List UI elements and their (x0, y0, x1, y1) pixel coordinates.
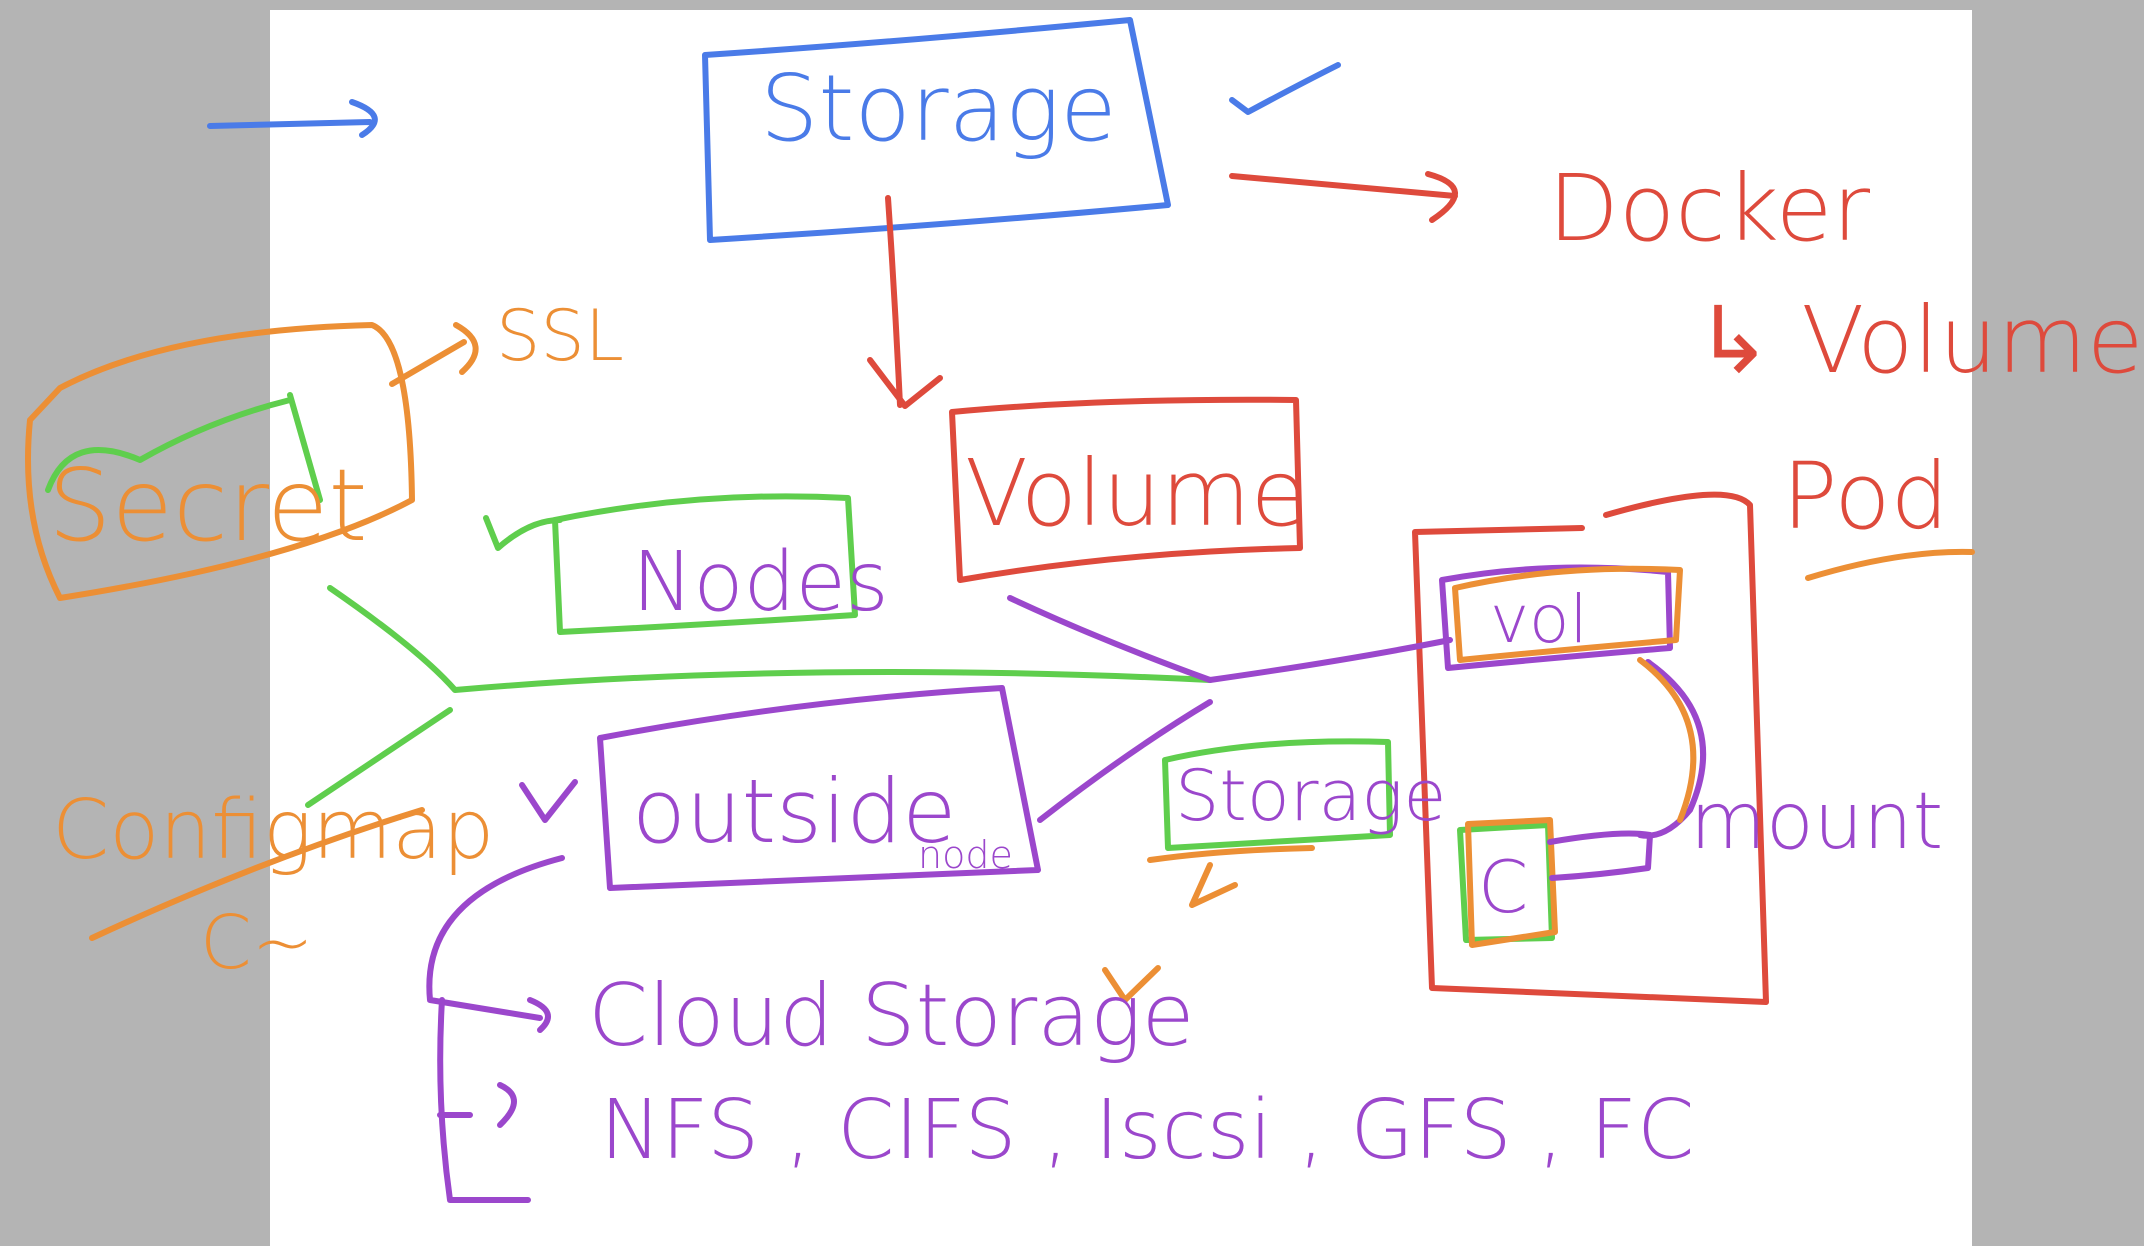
ssl-label: SSL (496, 295, 624, 377)
storage-label: Storage (760, 55, 1117, 162)
green-check-nodes (483, 515, 563, 551)
configmap-sub-label: C~ (200, 900, 314, 986)
protocols-label: NFS , CIFS , Iscsi , GFS , FC (600, 1083, 1694, 1178)
nodes-box (552, 493, 858, 635)
orange-check-cloud (1102, 965, 1161, 1003)
orange-check-outside (519, 779, 578, 823)
vol-box (1439, 564, 1673, 671)
storage-small-underline (1147, 845, 1315, 908)
docker-label: Docker (1548, 155, 1870, 262)
storage-box (702, 17, 1171, 243)
ssl-arrow (389, 322, 479, 387)
list-bracket (437, 997, 531, 1203)
blue-arrow-left (207, 99, 378, 138)
secret-green-mark (45, 392, 323, 503)
mount-arc (1637, 659, 1707, 839)
container-label: C (1478, 845, 1528, 929)
nodes-label: Nodes (632, 535, 889, 630)
storage-small-box (1162, 738, 1393, 851)
secret-label: Secret (48, 447, 368, 564)
whiteboard-canvas (270, 10, 1972, 1246)
storage-small-label: Storage (1175, 755, 1446, 837)
container-box-orange (1465, 817, 1558, 948)
mount-arc-orange (1637, 657, 1697, 823)
outside-sub-label: node (918, 833, 1013, 877)
purple-line-outside-storage (1007, 595, 1453, 823)
configmap-strike (89, 807, 425, 941)
outside-label: outside (632, 760, 956, 863)
cloud-storage-label: Cloud Storage (588, 966, 1195, 1066)
outside-box (597, 685, 1041, 891)
configmap-green-slash (305, 707, 453, 808)
blue-check-mark (1229, 62, 1341, 115)
pod-underline (1805, 548, 1975, 581)
mount-label: mount (1690, 777, 1943, 867)
green-line-configmap-volume (327, 585, 1213, 693)
container-box (1457, 822, 1555, 943)
docker-volume-label: ↳ Volume (1695, 287, 2144, 394)
outside-to-list-connector (426, 855, 565, 1033)
pod-box (1412, 491, 1769, 1005)
pod-label: Pod (1782, 443, 1949, 550)
secret-box (25, 322, 415, 601)
red-arrow-to-docker (1229, 171, 1458, 223)
volume-box (949, 396, 1303, 583)
vol-box-orange (1452, 565, 1683, 663)
red-arrow-to-volume (867, 195, 943, 409)
volume-label: Volume (965, 440, 1307, 547)
configmap-label: Configmap (52, 783, 494, 878)
container-link (1547, 830, 1653, 881)
vol-label: vol (1490, 581, 1588, 658)
